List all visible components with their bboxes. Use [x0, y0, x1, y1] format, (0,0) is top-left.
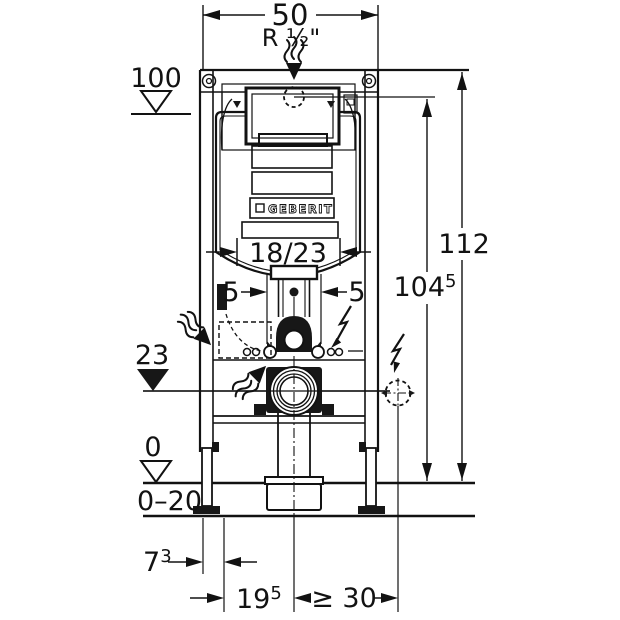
left-foot-plate [193, 506, 220, 514]
connection-points [242, 345, 363, 359]
level-marker-0: 0 0–20 [137, 432, 202, 517]
front-slot [241, 221, 339, 239]
dimension-height-112: 112 [438, 72, 490, 481]
dimension-outlet-distance: 195 [190, 583, 282, 615]
dim-socket-distance-label: ≥ 30 [311, 583, 377, 614]
dimension-height-104: 1045 [394, 99, 457, 481]
water-level-mark-icon [327, 101, 335, 108]
level-23-label: 23 [135, 340, 169, 371]
open-triangle-icon [139, 460, 173, 484]
lightning-icon [328, 305, 352, 351]
dim-outlet-distance-label: 195 [236, 583, 282, 615]
water-level-mark-icon [233, 101, 241, 108]
corner-screw-icon [201, 73, 377, 89]
dimension-plate-18-23: 18/23 [206, 238, 371, 269]
dimension-offset-5: 5 5 [222, 274, 366, 344]
right-leg [358, 442, 385, 514]
front-slot [251, 145, 333, 169]
dimension-socket-distance: ≥ 30 [294, 583, 398, 614]
dim-plate-label: 18/23 [249, 238, 327, 269]
brand-plate: GEBERIT [249, 197, 335, 219]
brand-logo-square-icon [255, 203, 265, 213]
label-plate-icon [343, 94, 358, 114]
brand-logo-text: GEBERIT [268, 202, 333, 216]
floor-range-label: 0–20 [137, 486, 202, 517]
filled-triangle-icon [137, 369, 169, 391]
mounting-frame [193, 68, 469, 514]
level-marker-23: 23 [135, 340, 169, 391]
left-leg [193, 442, 220, 514]
level-0-label: 0 [144, 432, 161, 463]
level-marker-100: 100 [130, 63, 182, 114]
dim-offset-right-label: 5 [348, 277, 365, 308]
optional-connection-zone [218, 321, 272, 359]
dim-offset-left-label: 5 [222, 277, 239, 308]
level-100-label: 100 [130, 63, 182, 94]
water-flow-icon [172, 306, 219, 353]
dim-height-112-label: 112 [438, 229, 490, 260]
dim-height-104-label: 1045 [394, 271, 457, 303]
electrical-socket-marker [381, 333, 415, 612]
supply-thread-label: R ½" [262, 24, 321, 52]
flush-pipe-assembly [217, 264, 363, 359]
dimension-foot-depth: 73 [143, 518, 257, 612]
open-triangle-icon [139, 90, 173, 114]
dim-width-label: 50 [272, 0, 309, 32]
front-slot [251, 171, 333, 195]
right-foot-plate [358, 506, 385, 514]
dimension-width-50: 50 R ½" [202, 0, 379, 70]
lightning-icon [390, 333, 405, 374]
stop-valve-icon [217, 284, 227, 310]
center-reference-dot [289, 287, 299, 297]
dim-foot-depth-label: 73 [143, 546, 172, 578]
